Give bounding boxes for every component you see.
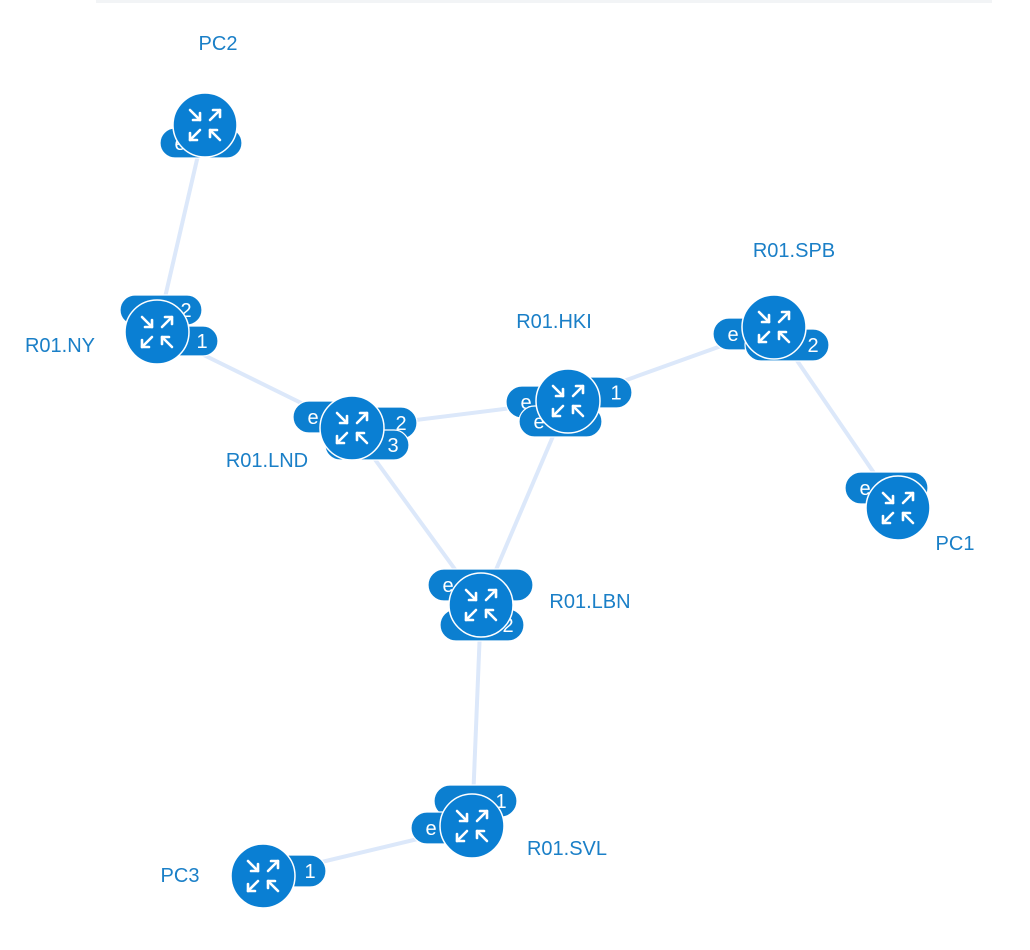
device-name-label: R01.SVL bbox=[527, 838, 607, 860]
device-name-label: R01.LBN bbox=[549, 591, 630, 613]
device-name-label: R01.SPB bbox=[753, 240, 835, 262]
port-label: e bbox=[520, 392, 531, 414]
device-lbn[interactable]: e 2 R01.LBN bbox=[427, 568, 631, 642]
router-icon[interactable] bbox=[741, 294, 807, 360]
port-label: e bbox=[307, 407, 318, 429]
router-icon[interactable] bbox=[535, 368, 601, 434]
device-spb[interactable]: e 2 R01.SPB bbox=[712, 240, 835, 362]
device-name-label: R01.LND bbox=[226, 450, 308, 472]
port-label: 1 bbox=[495, 791, 506, 813]
links-layer bbox=[155, 124, 900, 878]
router-icon[interactable] bbox=[124, 299, 190, 365]
port-label: e bbox=[442, 575, 453, 597]
port-label: 2 bbox=[502, 615, 513, 637]
port-label: 1 bbox=[304, 861, 315, 883]
port-label: 2 bbox=[807, 335, 818, 357]
port-label: e bbox=[533, 412, 544, 434]
router-icon[interactable] bbox=[865, 475, 931, 541]
device-pc3[interactable]: 1 PC3 bbox=[161, 843, 327, 909]
device-ny[interactable]: 21 R01.NY bbox=[25, 294, 219, 365]
device-name-label: R01.NY bbox=[25, 335, 95, 357]
router-icon[interactable] bbox=[439, 793, 505, 859]
port-label: 3 bbox=[387, 435, 398, 457]
nodes-layer: ePC221R01.NYe23R01.LNDe1eR01.HKIe2R01.SP… bbox=[25, 33, 975, 909]
device-pc2[interactable]: ePC2 bbox=[159, 33, 243, 159]
port-label: 1 bbox=[196, 331, 207, 353]
device-hki[interactable]: e 1 e R01.HKI bbox=[505, 311, 633, 438]
device-name-label: PC1 bbox=[936, 533, 975, 555]
device-name-label: PC3 bbox=[161, 865, 200, 887]
port-label: 2 bbox=[180, 300, 191, 322]
port-label: e bbox=[727, 324, 738, 346]
router-icon[interactable] bbox=[448, 572, 514, 638]
port-label: e bbox=[425, 818, 436, 840]
port-label: 2 bbox=[395, 413, 406, 435]
port-label: 1 bbox=[610, 383, 621, 405]
router-icon[interactable] bbox=[319, 395, 385, 461]
router-icon[interactable] bbox=[230, 843, 296, 909]
port-label: e bbox=[859, 478, 870, 500]
device-name-label: R01.HKI bbox=[516, 311, 592, 333]
top-toolbar-strip bbox=[96, 0, 992, 3]
router-icon[interactable] bbox=[172, 92, 238, 158]
device-name-label: PC2 bbox=[199, 33, 238, 55]
